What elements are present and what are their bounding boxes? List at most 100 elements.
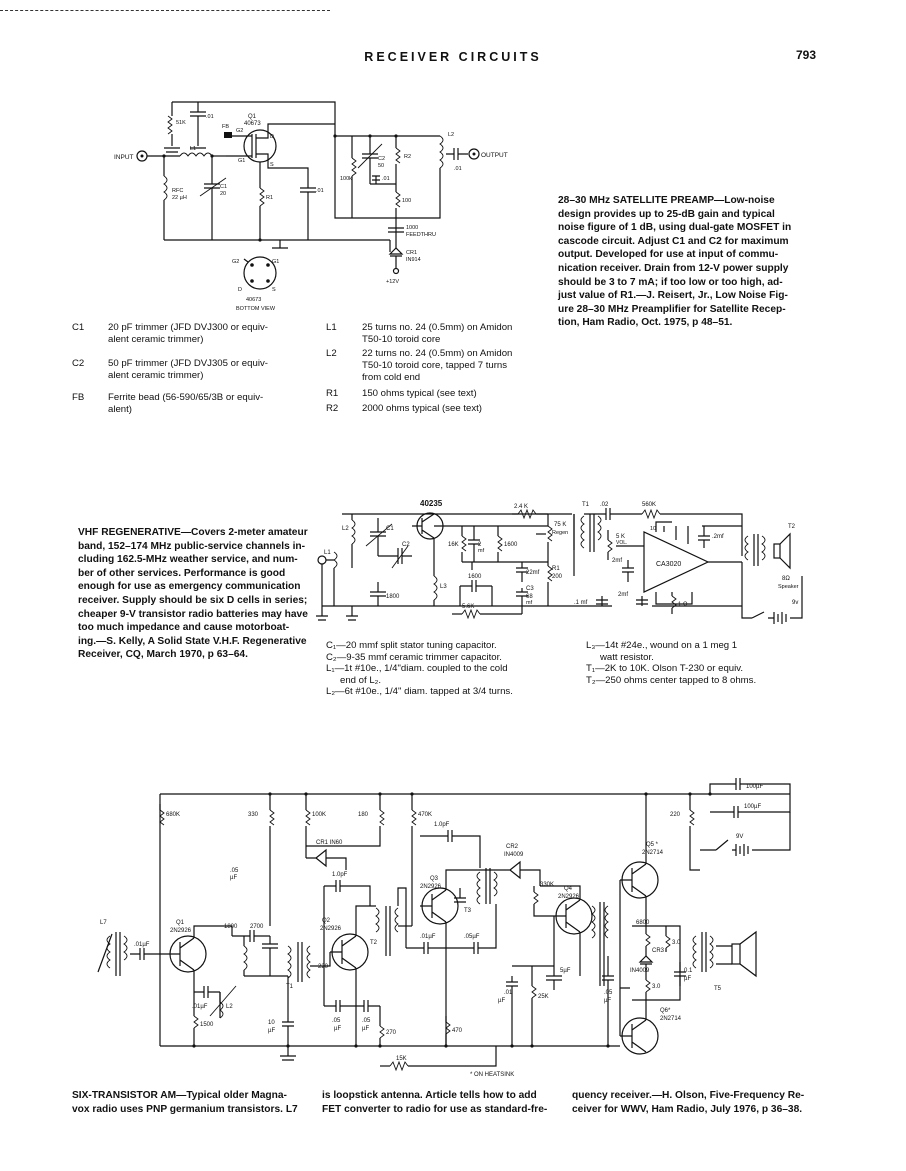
- sat-supply: +12V: [386, 279, 399, 285]
- am-caption-line: FET converter to radio for use as standa…: [322, 1104, 548, 1115]
- vhf-c68: 68: [526, 594, 533, 600]
- am-t2: T2: [370, 940, 378, 946]
- am-q2: Q2: [322, 918, 331, 924]
- sat-input-label: INPUT: [114, 154, 134, 161]
- sat-part-r2: R2 2000 ohms typical (see text): [326, 403, 482, 414]
- am-c01e: 0.1: [684, 968, 693, 974]
- am-l2: L2: [226, 1004, 233, 1010]
- am-cr2: CR2: [506, 844, 519, 850]
- am-c05au: µF: [230, 875, 237, 881]
- sat-caption-line: just value of R1.—J. Reisert, Jr., Low N…: [558, 290, 788, 302]
- sat-c2: C2: [378, 156, 385, 162]
- am-30a: 3.0: [672, 940, 681, 946]
- sat-g1: G1: [238, 158, 245, 164]
- am-c100b: 100µF: [744, 804, 761, 810]
- sat-caption-line: noise figure of 1 dB, using dual-gate MO…: [558, 222, 792, 234]
- am-caption-line: vox radio uses PNP germanium transistors…: [72, 1104, 298, 1115]
- sat-caption-line: ure 28–30 MHz Preamplifier for Satellite…: [558, 303, 786, 315]
- sat-part-c1: C1 20 pF trimmer (JFD DVJ300 or equiv-al…: [72, 322, 268, 345]
- vhf-legend-line: T₂—250 ohms center tapped to 8 ohms.: [586, 674, 757, 686]
- am-caption-line: quency receiver.—H. Olson, Five-Frequenc…: [572, 1090, 805, 1101]
- vhf-caption: VHF REGENERATIVE—Covers 2-meter amateur …: [78, 526, 314, 662]
- am-q6: Q6*: [660, 1008, 671, 1014]
- vhf-regen: Regen: [552, 530, 568, 536]
- am-cr3: CR3: [652, 948, 665, 954]
- am-100k: 100K: [312, 812, 326, 818]
- sat-parts-left: C1 20 pF trimmer (JFD DVJ300 or equiv-al…: [72, 322, 322, 415]
- sat-rfc: RFC: [172, 188, 183, 194]
- sat-r51k: 51K: [176, 120, 186, 126]
- vhf-56k: 5.6K: [462, 604, 474, 610]
- am-c05eu: µF: [604, 998, 611, 1004]
- satellite-caption: 28–30 MHz SATELLITE PREAMP—Low-noise des…: [558, 194, 808, 330]
- vhf-ic: CA3020: [656, 561, 681, 568]
- vhf-r1: R1: [552, 566, 560, 572]
- vhf-16k: 16K: [448, 542, 459, 548]
- sat-caption-line: nication receiver. Drain from 12-V power…: [558, 262, 789, 274]
- satellite-preamp-schematic: INPUT OUTPUT Q1 40673 51K .01 FB L1 RFC …: [114, 101, 508, 312]
- vhf-caption-line: enough for use as emergency communicatio…: [78, 581, 301, 593]
- page-number: 793: [795, 48, 816, 62]
- am-q3t: 2N2926: [420, 884, 442, 890]
- am-cr2t: IN4009: [504, 852, 524, 858]
- am-q1t: 2N2926: [170, 928, 192, 934]
- vhf-t2: T2: [788, 524, 796, 530]
- sat-output-label: OUTPUT: [481, 152, 508, 159]
- am-c10: 10: [268, 1020, 275, 1026]
- sat-cr1: CR1: [406, 250, 417, 256]
- running-head: RECEIVER CIRCUITS: [364, 50, 542, 64]
- sat-l2: L2: [448, 132, 454, 138]
- am-c01c: .01µF: [420, 934, 436, 940]
- vhf-1600b: 1600: [468, 574, 482, 580]
- vhf-2mf3: .2mf: [712, 534, 724, 540]
- vhf-caption-line: band, 152–174 MHz public-service channel…: [78, 540, 306, 552]
- am-l7: L7: [100, 920, 107, 926]
- sat-caption-line: output. Developed for use at input of co…: [558, 249, 779, 261]
- vhf-vol2: VOL.: [616, 540, 627, 546]
- am-q4: Q4: [564, 886, 573, 892]
- sat-caption-line: cascode circuit. Adjust C1 and C2 for ma…: [558, 235, 789, 247]
- vhf-spk: 8Ω: [782, 576, 790, 582]
- sat-s: S: [270, 162, 274, 168]
- am-470: 470: [452, 1028, 463, 1034]
- vhf-c02: .02: [600, 502, 609, 508]
- sat-q1-type: 40673: [244, 121, 261, 127]
- am-q6t: 2N2714: [660, 1016, 682, 1022]
- sat-cr1-type: IN914: [406, 257, 421, 263]
- am-caption-line: is loopstick antenna. Article tells how …: [322, 1090, 537, 1101]
- vhf-2mf2: 2mf: [612, 558, 622, 564]
- am-c05d: .05: [362, 1018, 371, 1024]
- vhf-1mf: .1 mf: [574, 600, 588, 606]
- am-220b: 220: [318, 964, 329, 970]
- vhf-caption-line: ber of other services. Performance is go…: [78, 567, 286, 579]
- am-cr1: CR1 IN60: [316, 840, 343, 846]
- am-180: 180: [358, 812, 369, 818]
- sat-caption-line: design provides up to 25-dB gain and typ…: [558, 208, 775, 220]
- vhf-24k: 2.4 K: [514, 504, 528, 510]
- am-c5: 5µF: [560, 968, 571, 974]
- am-9v: 9V: [736, 834, 743, 840]
- am-25k: 25K: [538, 994, 549, 1000]
- vhf-c2: C2: [402, 542, 410, 548]
- sat-c01a: .01: [206, 114, 214, 120]
- am-caption-col-3: quency receiver.—H. Olson, Five-Frequenc…: [572, 1089, 822, 1117]
- vhf-1ohm: 1 Ω: [678, 602, 688, 608]
- vhf-caption-line: too much impedance and cause motorboat-: [78, 622, 290, 634]
- am-caption-col-2: is loopstick antenna. Article tells how …: [322, 1089, 562, 1117]
- am-c05a: .05: [230, 868, 239, 874]
- am-30b: 3.0: [652, 984, 661, 990]
- am-c01d: .01: [504, 990, 513, 996]
- am-q4t: 2N2926: [558, 894, 580, 900]
- vhf-caption-line: VHF REGENERATIVE—Covers 2-meter amateur: [78, 527, 308, 538]
- am-1800: 1800: [224, 924, 238, 930]
- am-330: 330: [248, 812, 259, 818]
- vhf-spk2: Speaker: [778, 584, 799, 590]
- am-c01a: .01µF: [134, 942, 150, 948]
- vhf-c1: C1: [386, 526, 394, 532]
- sat-r100: 100: [402, 198, 411, 204]
- vhf-legend-line: C₂—9-35 mmf ceramic trimmer capacitor.: [326, 651, 502, 663]
- am-c01b: .01µF: [192, 1004, 208, 1010]
- sat-part-r1: R1 150 ohms typical (see text): [326, 388, 477, 399]
- am-caption-col-1: SIX-TRANSISTOR AM—Typical older Magna- v…: [72, 1089, 312, 1117]
- vhf-caption-line: Receiver, CQ, March 1970, p 63–64.: [78, 649, 248, 661]
